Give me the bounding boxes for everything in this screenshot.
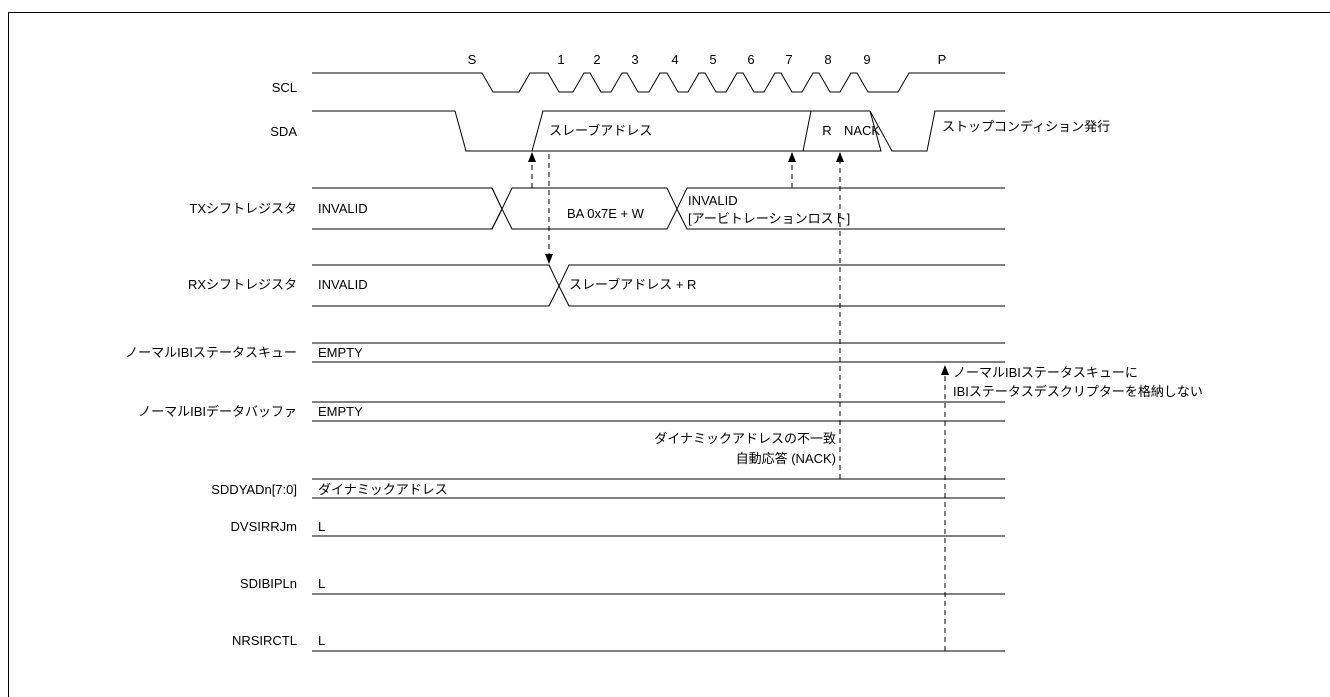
sdibipln-value: L bbox=[318, 576, 325, 591]
data-buffer-value: EMPTY bbox=[318, 404, 363, 419]
signal-label-scl: SCL bbox=[272, 80, 297, 95]
signal-label-dvsirrjm: DVSIRRJm bbox=[231, 519, 297, 534]
scl-label-6: 6 bbox=[747, 52, 754, 67]
tx-value-invalid: INVALID bbox=[318, 201, 368, 216]
dvsirrjm-signal: L bbox=[312, 519, 1005, 537]
scl-label-8: 8 bbox=[824, 52, 831, 67]
arrow-sda-to-rx bbox=[545, 154, 553, 264]
scl-label-1: 1 bbox=[557, 52, 564, 67]
status-queue-value: EMPTY bbox=[318, 345, 363, 360]
arrow-tx-to-sda bbox=[528, 152, 536, 188]
annotation-mismatch-line1: ダイナミックアドレスの不一致 bbox=[654, 431, 836, 446]
annotation-mismatch-line2: 自動応答 (NACK) bbox=[736, 451, 836, 466]
tx-value-arbitration-lost: [アービトレーションロスト] bbox=[688, 211, 850, 226]
signal-label-tx-shift: TXシフトレジスタ bbox=[189, 201, 297, 216]
nrsirctl-signal: L bbox=[312, 633, 1005, 652]
signal-label-sda: SDA bbox=[270, 124, 297, 139]
status-queue-bus: EMPTY bbox=[312, 342, 1005, 363]
sda-label-nack: NACK bbox=[844, 123, 880, 138]
signal-label-sddyadn: SDDYADn[7:0] bbox=[211, 482, 297, 497]
scl-label-start: S bbox=[468, 52, 477, 67]
annotation-no-status-line2: IBIステータスデスクリプターを格納しない bbox=[953, 384, 1203, 399]
scl-label-stop: P bbox=[938, 52, 947, 67]
annotations: ノーマルIBIステータスキューに IBIステータスデスクリプターを格納しない ダ… bbox=[654, 365, 1203, 466]
rx-shift-bus bbox=[312, 264, 1005, 307]
signal-label-sdibipln: SDIBIPLn bbox=[240, 576, 297, 591]
diagram-frame bbox=[8, 12, 1330, 697]
scl-waveform bbox=[312, 72, 1005, 93]
signal-labels: SCL SDA TXシフトレジスタ RXシフトレジスタ ノーマルIBIステータス… bbox=[125, 80, 297, 648]
scl-label-7: 7 bbox=[785, 52, 792, 67]
sddyadn-value: ダイナミックアドレス bbox=[318, 482, 448, 497]
rx-value-invalid: INVALID bbox=[318, 277, 368, 292]
annotation-no-status-line1: ノーマルIBIステータスキューに bbox=[953, 365, 1138, 380]
scl-label-2: 2 bbox=[593, 52, 600, 67]
sdibipln-signal: L bbox=[312, 576, 1005, 595]
signal-label-nrsirctl: NRSIRCTL bbox=[232, 633, 297, 648]
scl-label-4: 4 bbox=[671, 52, 678, 67]
sda-label-rw: R bbox=[822, 123, 831, 138]
signal-label-status-queue: ノーマルIBIステータスキュー bbox=[125, 345, 297, 360]
data-buffer-bus: EMPTY bbox=[312, 401, 1005, 422]
sda-labels: スレーブアドレス R NACK ストップコンディション発行 bbox=[549, 119, 1110, 138]
tx-value-ba: BA 0x7E + W bbox=[567, 206, 645, 221]
scl-label-5: 5 bbox=[709, 52, 716, 67]
rx-values: INVALID スレーブアドレス + R bbox=[318, 277, 696, 292]
nrsirctl-value: L bbox=[318, 633, 325, 648]
tx-value-invalid2: INVALID bbox=[688, 193, 738, 208]
tx-values: INVALID BA 0x7E + W INVALID [アービトレーションロス… bbox=[318, 193, 850, 226]
sddyadn-bus: ダイナミックアドレス bbox=[312, 478, 1005, 499]
sda-label-stop-condition: ストップコンディション発行 bbox=[942, 119, 1110, 134]
arrow-nrsirctl-to-queue bbox=[941, 365, 949, 651]
arrow-nack bbox=[836, 152, 844, 479]
sda-label-slave-address: スレーブアドレス bbox=[549, 123, 652, 138]
sda-waveform bbox=[312, 110, 1005, 152]
tx-shift-bus bbox=[312, 187, 1005, 230]
scl-bit-labels: S 1 2 3 4 5 6 7 8 9 P bbox=[468, 52, 947, 67]
dvsirrjm-value: L bbox=[318, 519, 325, 534]
scl-label-3: 3 bbox=[631, 52, 638, 67]
signal-label-rx-shift: RXシフトレジスタ bbox=[188, 277, 297, 292]
arrow-tx-to-sda-bit8 bbox=[788, 152, 796, 188]
scl-label-9: 9 bbox=[863, 52, 870, 67]
rx-value-slave-address-r: スレーブアドレス + R bbox=[569, 277, 696, 292]
signal-label-data-buffer: ノーマルIBIデータバッファ bbox=[138, 404, 297, 419]
